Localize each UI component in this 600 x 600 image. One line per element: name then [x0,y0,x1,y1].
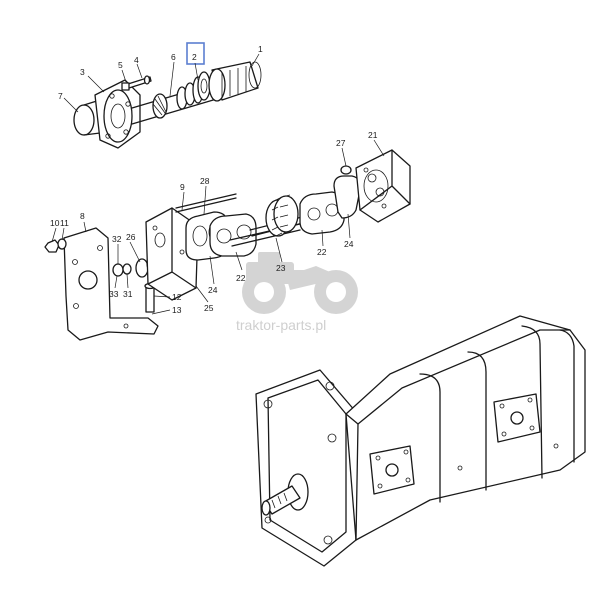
callout-9: 9 [180,182,185,192]
watermark: traktor-parts.pl [236,252,358,333]
callout-23: 23 [276,263,286,273]
callout-28: 28 [200,176,210,186]
callout-labels: 1 2 3 4 5 6 7 8 9 10 11 12 13 21 22 22 2… [50,44,378,315]
callout-22b: 22 [317,247,327,257]
callout-32: 32 [112,234,122,244]
drive-flange-assembly [73,42,262,149]
pump-section-explode [44,149,411,341]
callout-31: 31 [123,289,133,299]
callout-2: 2 [192,52,197,62]
callout-1: 1 [258,44,263,54]
callout-5: 5 [118,60,123,70]
callout-24a: 24 [208,285,218,295]
callout-6: 6 [171,52,176,62]
callout-27: 27 [336,138,346,148]
callout-24b: 24 [344,239,354,249]
callout-26: 26 [126,232,136,242]
callout-25: 25 [204,303,214,313]
callout-21: 21 [368,130,378,140]
callout-8: 8 [80,211,85,221]
callout-33: 33 [109,289,119,299]
watermark-text: traktor-parts.pl [236,317,326,333]
callout-13: 13 [172,305,182,315]
callout-leaders [51,53,385,315]
callout-7: 7 [58,91,63,101]
callout-3: 3 [80,67,85,77]
gear-teeth [265,194,299,237]
callout-12: 12 [172,292,182,302]
assembled-pump [255,315,586,567]
callout-11: 11 [60,218,69,228]
callout-4: 4 [134,55,139,65]
callout-22a: 22 [236,273,246,283]
callout-10: 10 [50,218,60,228]
